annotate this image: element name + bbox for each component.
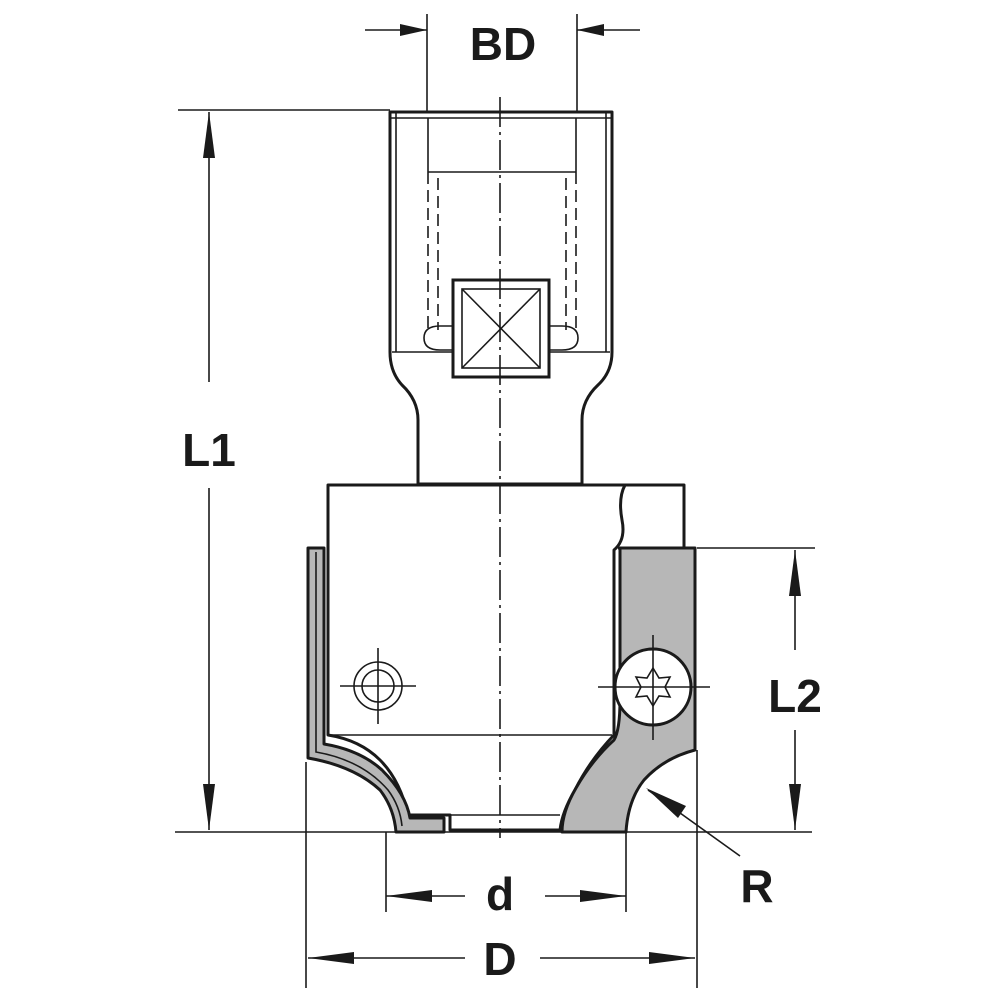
l1-label: L1 [182,424,236,476]
bd-label: BD [470,18,536,70]
dimension-r: R [646,788,774,912]
r-label: R [740,860,773,912]
left-insert [306,546,446,834]
dimension-d: d [385,832,627,920]
torx-screw-icon [598,635,710,740]
dimension-outer-d: D [305,750,698,988]
dimension-l1: L1 [175,109,812,833]
dimension-bd: BD [365,14,640,112]
set-screw [451,278,551,379]
d-small-label: d [486,868,514,920]
l2-label: L2 [768,670,822,722]
bore-hidden-lines [423,118,579,351]
left-screw-icon [340,648,416,724]
dimension-l2: L2 [697,547,822,830]
d-large-label: D [483,933,516,985]
